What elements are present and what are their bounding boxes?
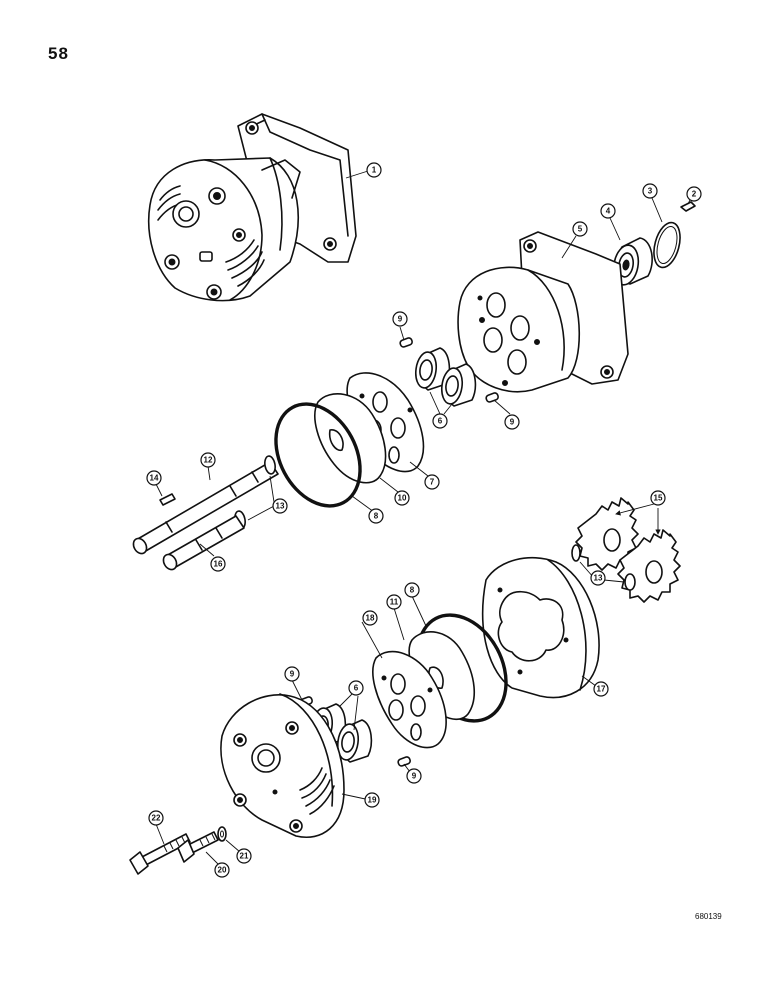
pump-gears <box>575 497 681 603</box>
svg-text:9: 9 <box>290 670 295 679</box>
svg-text:17: 17 <box>597 685 606 694</box>
callout: 12 <box>200 452 216 468</box>
callout: 18 <box>362 610 378 626</box>
svg-text:8: 8 <box>410 586 415 595</box>
svg-text:9: 9 <box>398 315 403 324</box>
callout: 21 <box>236 848 252 864</box>
svg-text:10: 10 <box>398 494 407 503</box>
mounting-flange <box>457 231 629 393</box>
svg-text:9: 9 <box>510 418 515 427</box>
svg-text:9: 9 <box>412 772 417 781</box>
callout: 1 <box>366 162 382 178</box>
svg-text:4: 4 <box>606 207 611 216</box>
needle-bearings <box>414 347 477 407</box>
svg-text:16: 16 <box>214 560 223 569</box>
drive-shaft <box>132 461 279 555</box>
callout: 9 <box>406 768 422 784</box>
callout: 7 <box>424 474 440 490</box>
gear-housing <box>481 556 600 699</box>
callout: 6 <box>348 680 364 696</box>
svg-text:1: 1 <box>372 166 377 175</box>
svg-text:12: 12 <box>204 456 213 465</box>
callout: 9 <box>284 666 300 682</box>
snap-ring <box>571 544 581 562</box>
callout: 14 <box>146 470 162 486</box>
long-bolt <box>129 833 191 875</box>
svg-text:6: 6 <box>354 684 359 693</box>
svg-text:5: 5 <box>578 225 583 234</box>
svg-text:15: 15 <box>654 494 663 503</box>
callout: 13 <box>272 498 288 514</box>
svg-text:13: 13 <box>276 502 285 511</box>
svg-text:7: 7 <box>430 478 435 487</box>
callout: 5 <box>572 221 588 237</box>
svg-text:11: 11 <box>390 598 399 607</box>
svg-text:8: 8 <box>374 512 379 521</box>
svg-text:14: 14 <box>150 474 159 483</box>
callout: 3 <box>642 183 658 199</box>
callout: 6 <box>432 413 448 429</box>
callout: 17 <box>593 681 609 697</box>
callout: 10 <box>394 490 410 506</box>
svg-text:21: 21 <box>240 852 249 861</box>
snap-ring <box>264 455 276 475</box>
snap-ring <box>624 573 636 591</box>
dowel-pin <box>399 337 413 348</box>
svg-text:6: 6 <box>438 417 443 426</box>
callout: 8 <box>404 582 420 598</box>
svg-text:20: 20 <box>218 866 227 875</box>
svg-text:22: 22 <box>152 814 161 823</box>
callout: 9 <box>392 311 408 327</box>
callout: 16 <box>210 556 226 572</box>
wear-plate <box>372 650 447 749</box>
figure-code: 680139 <box>695 912 722 921</box>
callouts: 1 2 3 4 5 9 6 9 7 10 8 12 14 13 16 15 13… <box>146 162 702 878</box>
shaft-key <box>159 493 176 506</box>
svg-text:2: 2 <box>692 190 697 199</box>
callout: 22 <box>148 810 164 826</box>
o-ring <box>274 402 362 508</box>
callout: 8 <box>368 508 384 524</box>
snap-ring <box>653 221 681 269</box>
dowel-pin <box>397 756 411 767</box>
washer <box>217 826 227 842</box>
svg-text:18: 18 <box>366 614 375 623</box>
callout: 20 <box>214 862 230 878</box>
short-bolt <box>177 831 219 863</box>
svg-text:19: 19 <box>368 796 377 805</box>
pump-assembly <box>147 113 357 302</box>
idler-shaft <box>162 515 245 571</box>
callout: 15 <box>650 490 666 506</box>
callout: 13 <box>590 570 606 586</box>
callout: 2 <box>686 186 702 202</box>
svg-text:3: 3 <box>648 187 653 196</box>
dowel-pin <box>485 392 499 403</box>
end-cover <box>220 693 345 838</box>
svg-text:13: 13 <box>594 574 603 583</box>
callout: 19 <box>364 792 380 808</box>
callout: 4 <box>600 203 616 219</box>
page-number: 58 <box>48 44 69 63</box>
callout: 11 <box>386 594 402 610</box>
callout: 9 <box>504 414 520 430</box>
